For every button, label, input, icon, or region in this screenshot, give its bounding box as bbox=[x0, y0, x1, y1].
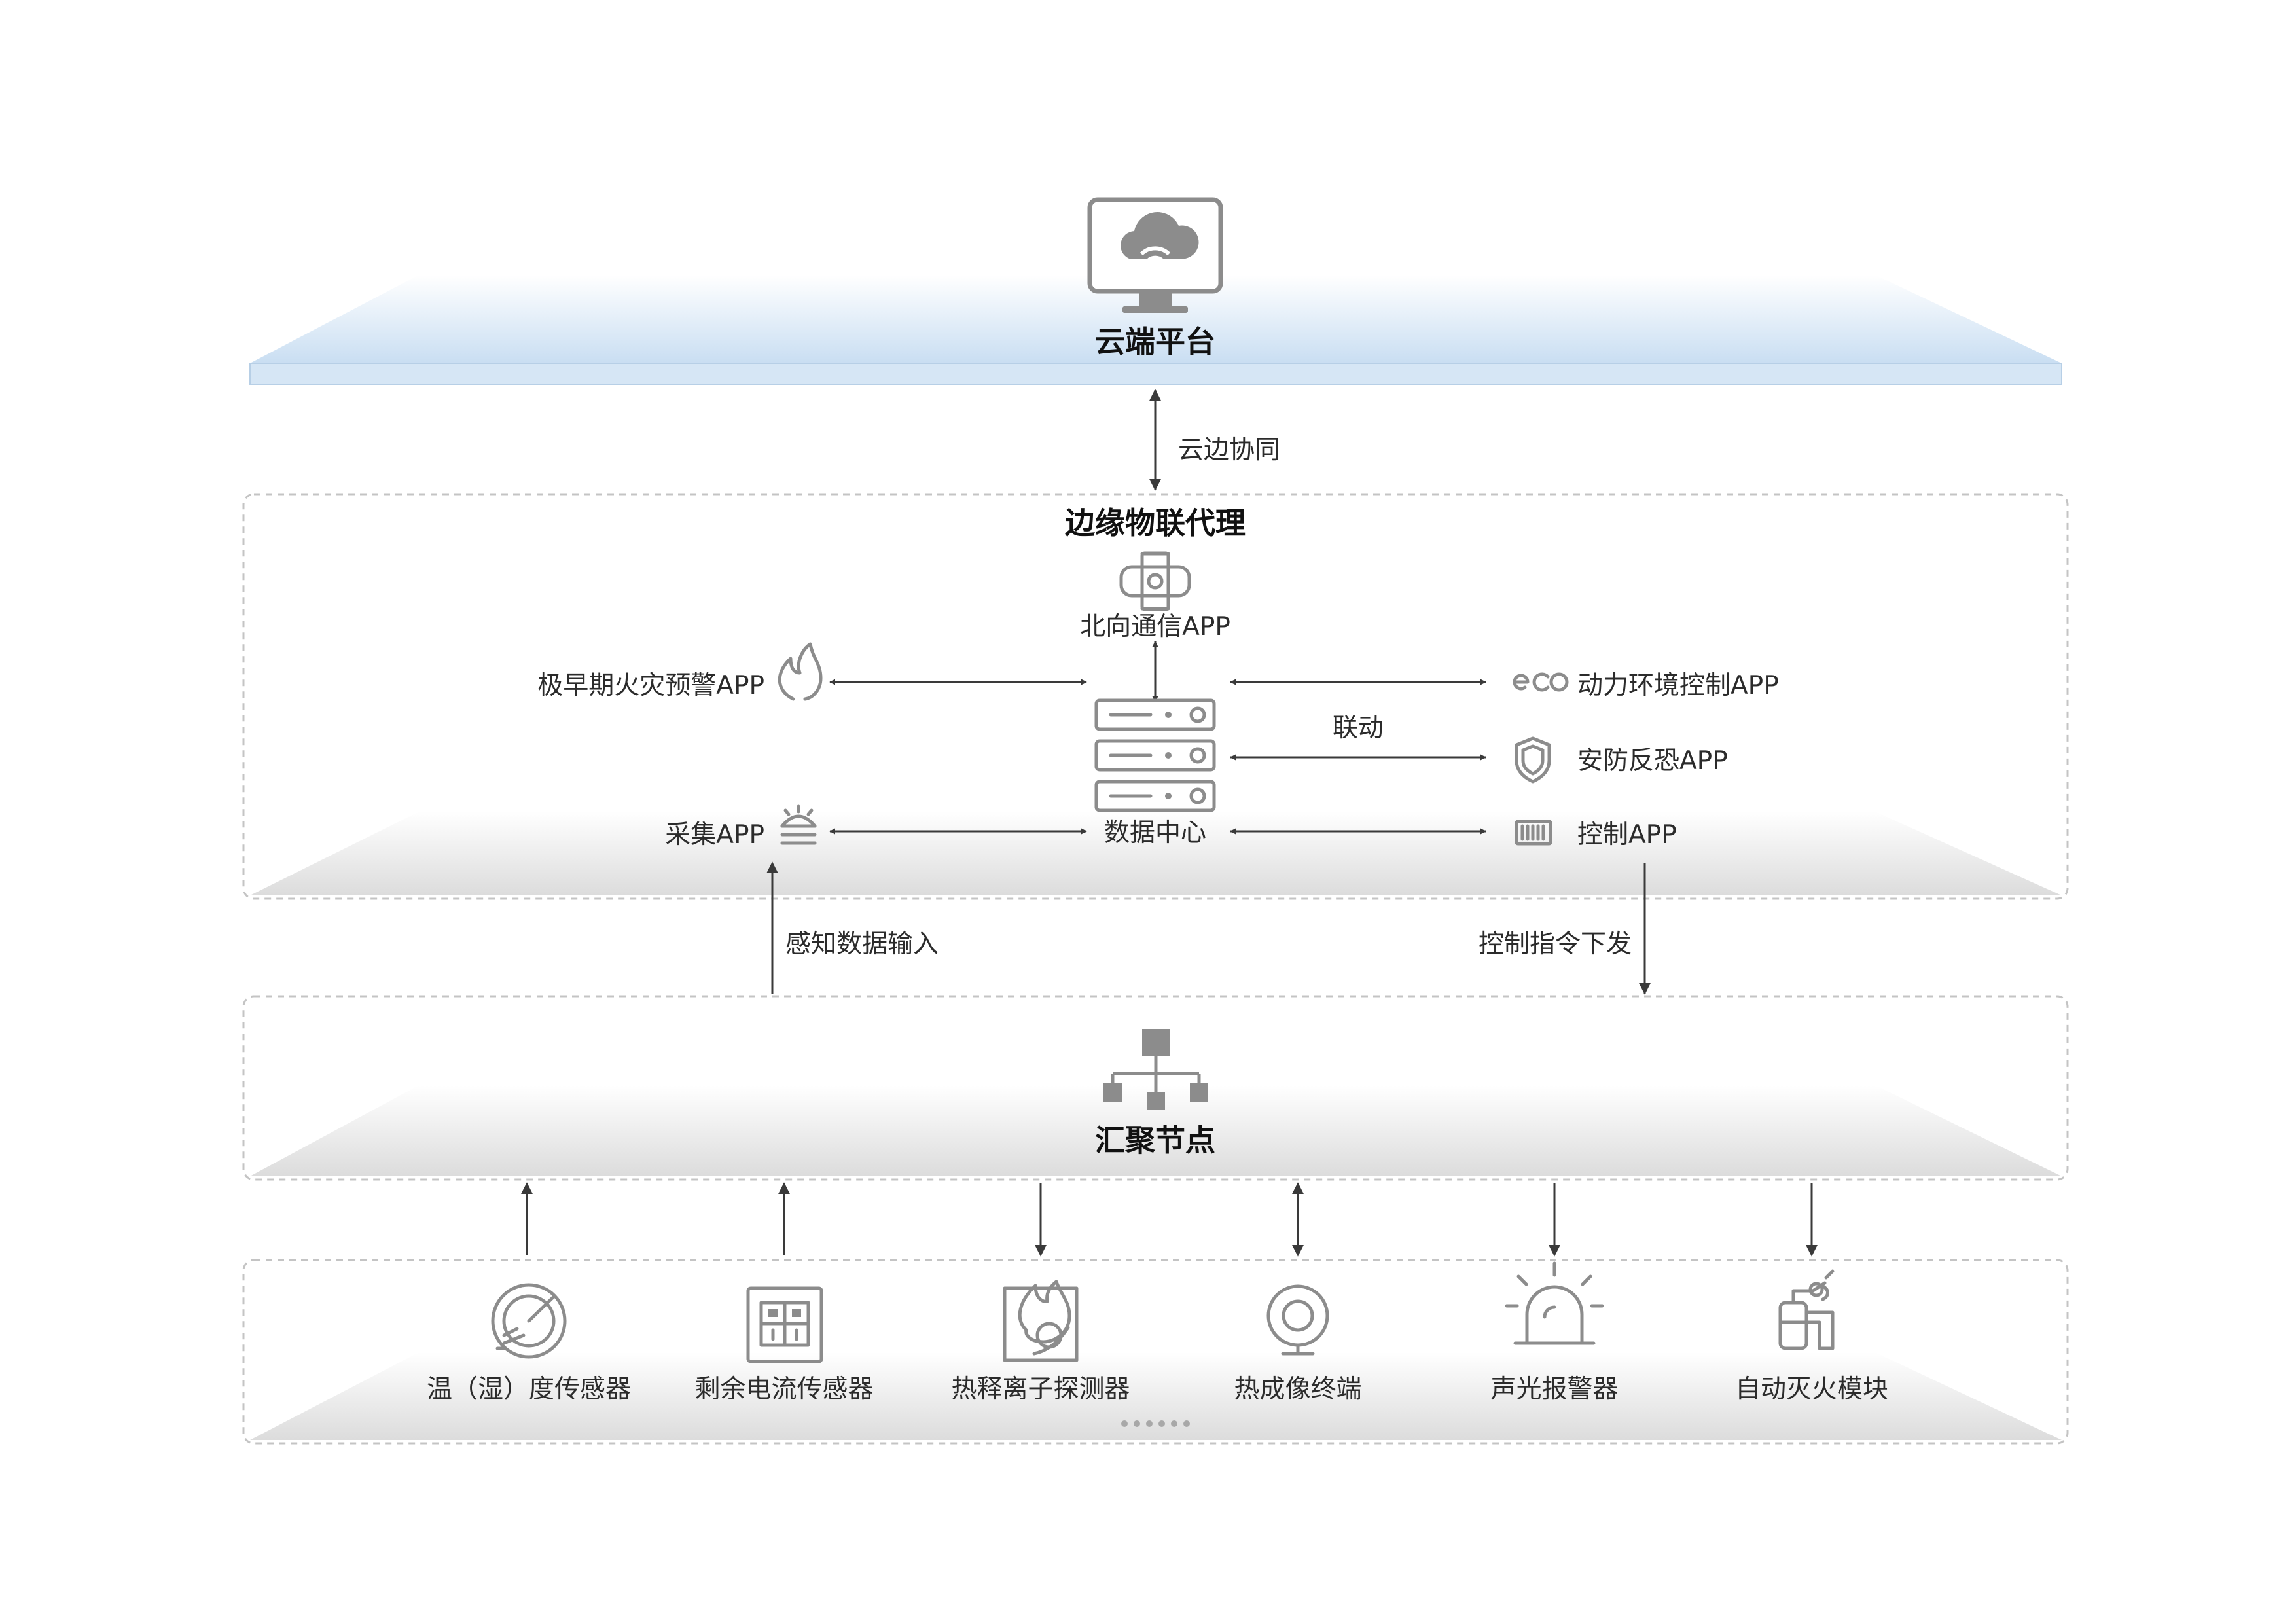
device-layer-frame bbox=[242, 1259, 2069, 1445]
cloud-platform-layer: 云端平台 bbox=[249, 197, 2062, 385]
edge-agent-frame bbox=[242, 493, 2069, 900]
cloud-edge-sync-label: 云边协同 bbox=[1178, 435, 1280, 465]
security-app-label: 安防反恐APP bbox=[1577, 746, 1728, 776]
control-panel-icon bbox=[1515, 820, 1552, 846]
device-label-thermal: 热成像终端 bbox=[1234, 1375, 1361, 1404]
eco-icon bbox=[1513, 672, 1569, 692]
aggregation-node-layer: 汇聚节点 bbox=[242, 995, 2069, 1181]
linkage-label: 联动 bbox=[1333, 713, 1384, 743]
aggregation-node-title: 汇聚节点 bbox=[1095, 1123, 1215, 1158]
fire-warning-app-label: 极早期火灾预警APP bbox=[537, 671, 764, 700]
switch-panel-icon bbox=[746, 1286, 823, 1363]
env-control-app-label: 动力环境控制APP bbox=[1577, 671, 1779, 700]
extinguisher-icon bbox=[1778, 1269, 1835, 1350]
device-label-extinguisher: 自动灭火模块 bbox=[1735, 1375, 1888, 1404]
flame-icon bbox=[778, 642, 823, 701]
server-icon bbox=[1094, 698, 1216, 812]
control-issue-label: 控制指令下发 bbox=[1479, 929, 1632, 959]
collector-icon bbox=[780, 804, 817, 845]
router-icon bbox=[1119, 551, 1191, 611]
edge-agent-layer: 边缘物联代理 北向通信APP 数据中心 极早期火灾预警APP bbox=[242, 493, 2069, 900]
gauge-icon bbox=[491, 1283, 567, 1359]
device-layer: 温（湿）度传感器 剩余电流传感器 热释离子探测器 热成像终端 声光报警器 自动灭… bbox=[242, 1259, 2069, 1445]
control-app-label: 控制APP bbox=[1577, 820, 1677, 850]
fire-detector-icon bbox=[1003, 1280, 1079, 1362]
camera-icon bbox=[1266, 1284, 1329, 1356]
more-devices-ellipsis bbox=[1121, 1420, 1190, 1427]
cloud-platform-title: 云端平台 bbox=[1095, 324, 1215, 359]
device-label-current: 剩余电流传感器 bbox=[694, 1375, 873, 1404]
sense-input-label: 感知数据输入 bbox=[785, 929, 939, 959]
data-center-label: 数据中心 bbox=[1104, 818, 1206, 848]
alarm-light-icon bbox=[1505, 1261, 1604, 1345]
network-topology-icon bbox=[1103, 1029, 1208, 1110]
collect-app-label: 采集APP bbox=[665, 820, 764, 850]
aggregation-node-frame bbox=[242, 995, 2069, 1181]
device-label-temperature: 温（湿）度传感器 bbox=[427, 1375, 631, 1404]
device-label-alarm: 声光报警器 bbox=[1490, 1375, 1618, 1404]
edge-agent-title: 边缘物联代理 bbox=[1065, 505, 1246, 541]
monitor-cloud-icon bbox=[1087, 197, 1223, 313]
shield-icon bbox=[1515, 736, 1551, 784]
north-app-label: 北向通信APP bbox=[1080, 612, 1230, 641]
device-label-ion-detector: 热释离子探测器 bbox=[951, 1375, 1130, 1404]
